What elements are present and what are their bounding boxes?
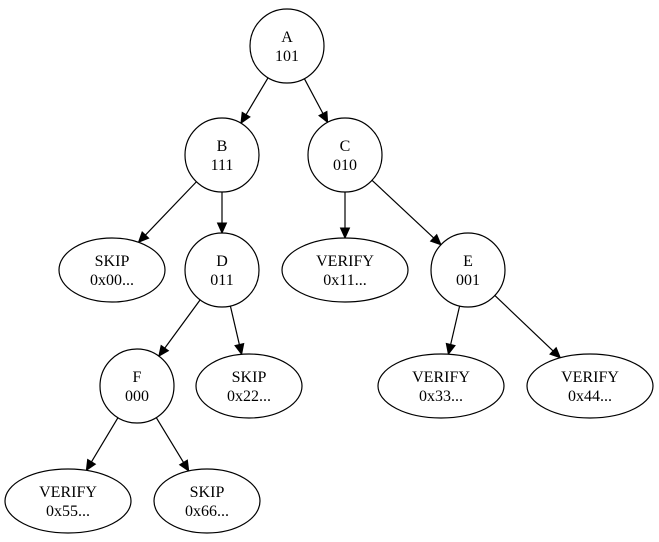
node-ellipse [377, 353, 505, 419]
arrowhead [429, 233, 442, 246]
node-c: C 010 [307, 117, 383, 193]
node-circle [99, 348, 175, 424]
node-circle [184, 232, 260, 308]
node-circle [430, 232, 506, 308]
node-label: E [463, 253, 473, 270]
node-v4: VERIFY 0x44... [526, 353, 654, 419]
node-label: SKIP [190, 484, 225, 501]
node-ellipse [4, 468, 132, 534]
edge-E-V3 [445, 305, 461, 356]
node-label: SKIP [95, 253, 130, 270]
node-e: E 001 [430, 232, 506, 308]
node-label: VERIFY [316, 253, 374, 270]
node-value: 0x66... [185, 503, 229, 520]
node-value: 0x00... [90, 272, 134, 289]
edge-A-B [240, 77, 269, 125]
node-ellipse [153, 468, 261, 534]
node-label: A [281, 29, 293, 46]
node-d: D 011 [184, 232, 260, 308]
node-value: 0x11... [323, 272, 366, 289]
node-ellipse [526, 353, 654, 419]
edge-line [90, 417, 119, 463]
nodes-layer: A101B111C010SKIP0x00...D011VERIFY0x11...… [4, 8, 654, 534]
edge-line [245, 77, 269, 115]
node-value: 011 [210, 272, 233, 289]
edge-C-E [371, 179, 442, 246]
edge-line [450, 305, 461, 345]
node-circle [307, 117, 383, 193]
node-value: 000 [125, 388, 149, 405]
node-s1: SKIP 0x00... [58, 237, 166, 303]
node-circle [184, 117, 260, 193]
edge-B-S1 [137, 181, 197, 244]
arrowhead [216, 222, 228, 235]
arrowhead [137, 231, 150, 244]
edges-layer [85, 77, 562, 473]
node-value: 010 [333, 157, 357, 174]
edge-line [229, 305, 240, 345]
node-v3: VERIFY 0x33... [377, 353, 505, 419]
edge-line [494, 295, 554, 352]
node-label: VERIFY [412, 369, 470, 386]
arrowhead [158, 344, 170, 358]
node-value: 0x55... [46, 503, 90, 520]
node-label: VERIFY [39, 484, 97, 501]
arrowhead [240, 111, 251, 125]
node-value: 0x22... [227, 388, 271, 405]
node-value: 101 [275, 48, 299, 65]
edge-line [144, 181, 197, 236]
edge-A-C [303, 78, 329, 124]
arrowhead [85, 458, 97, 472]
arrowhead [178, 459, 190, 473]
node-value: 0x44... [568, 388, 612, 405]
node-label: D [216, 253, 228, 270]
node-b: B 111 [184, 117, 260, 193]
node-label: F [133, 369, 142, 386]
arrowhead [339, 227, 351, 240]
node-label: VERIFY [561, 369, 619, 386]
arrowhead [549, 346, 562, 359]
edge-B-D [216, 192, 228, 235]
edge-line [371, 179, 435, 239]
node-value: 111 [211, 157, 234, 174]
node-v1: VERIFY 0x11... [281, 237, 409, 303]
arrowhead [445, 342, 456, 356]
edge-D-F [158, 299, 201, 358]
edge-D-S2 [229, 305, 245, 356]
node-label: B [217, 138, 228, 155]
node-value: 001 [456, 272, 480, 289]
node-ellipse [281, 237, 409, 303]
node-ellipse [58, 237, 166, 303]
edge-F-S6 [155, 417, 190, 473]
node-label: SKIP [232, 369, 267, 386]
edge-line [155, 417, 185, 463]
edge-C-V1 [339, 192, 351, 240]
node-s6: SKIP 0x66... [153, 468, 261, 534]
edge-F-V5 [85, 417, 119, 472]
node-f: F 000 [99, 348, 175, 424]
node-circle [249, 8, 325, 84]
node-s2: SKIP 0x22... [195, 353, 303, 419]
edge-E-V4 [494, 295, 562, 359]
arrowhead [318, 110, 329, 124]
node-value: 0x33... [419, 388, 463, 405]
node-v5: VERIFY 0x55... [4, 468, 132, 534]
arrowhead [234, 342, 245, 356]
node-a: A 101 [249, 8, 325, 84]
node-ellipse [195, 353, 303, 419]
edge-line [164, 299, 201, 349]
edge-line [303, 78, 324, 114]
node-label: C [340, 138, 351, 155]
